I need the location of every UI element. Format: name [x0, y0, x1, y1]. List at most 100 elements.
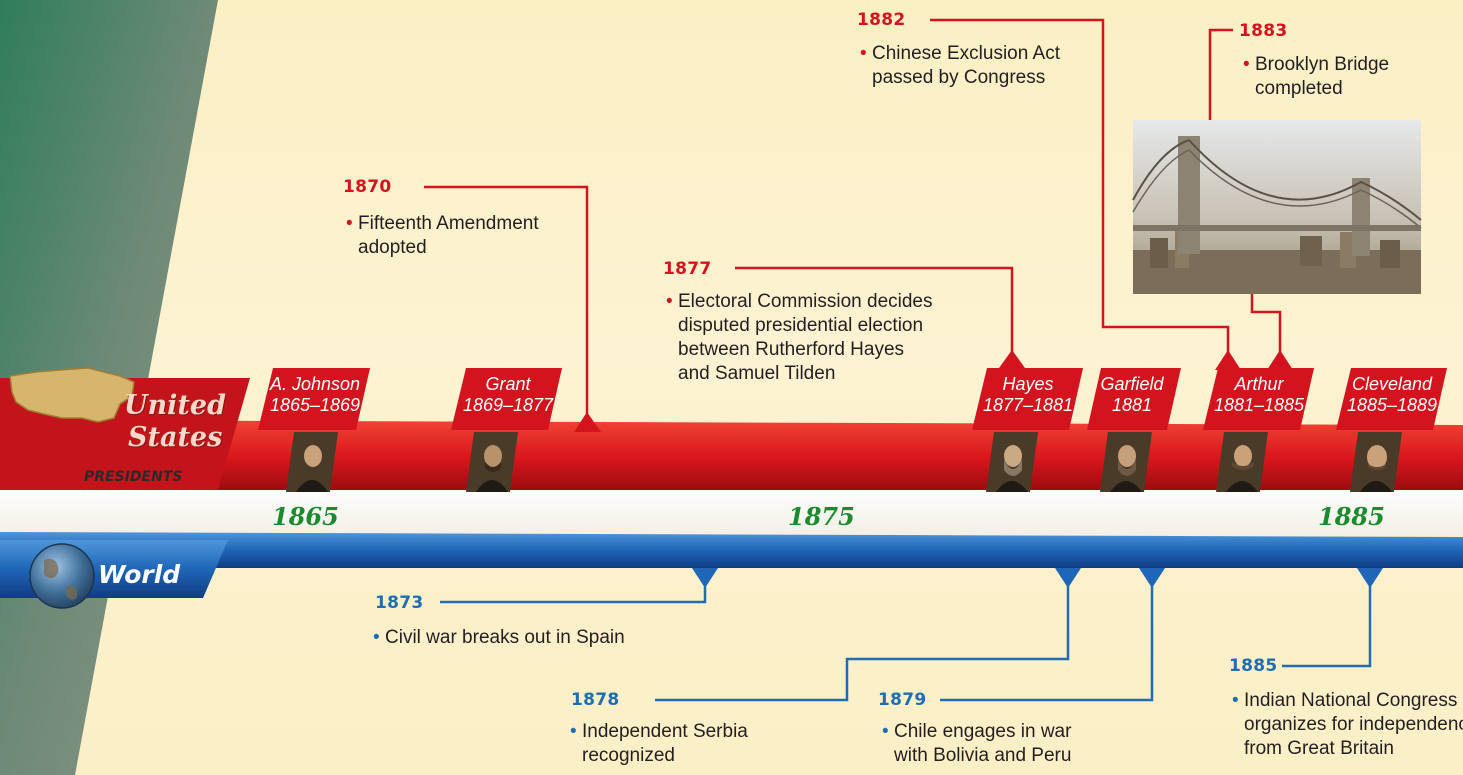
president-term: 1877–1881 [982, 395, 1074, 415]
president-term: 1881 [1111, 395, 1153, 415]
portrait-johnson [286, 432, 338, 492]
event-line: organizes for independence [1244, 714, 1463, 735]
event-line: adopted [358, 237, 427, 258]
marker-1877 [999, 350, 1025, 368]
event-line: completed [1255, 78, 1343, 99]
us-title-line2: States [128, 422, 223, 453]
president-tag-bg [258, 368, 370, 430]
president-name: Garfield [1100, 374, 1164, 394]
president-name: A. Johnson [269, 374, 361, 394]
bullet: • [570, 721, 577, 742]
event-year-1885: 1885 [1229, 656, 1278, 676]
event-line: Independent Serbia [582, 721, 748, 742]
connector-1882 [930, 18, 1230, 353]
event-line: with Bolivia and Peru [894, 745, 1072, 766]
president-tag-hayes: Hayes 1877–1881 [979, 374, 1077, 416]
president-tag-johnson: A. Johnson 1865–1869 [266, 374, 364, 416]
event-line: between Rutherford Hayes [678, 339, 905, 360]
presidents-label: PRESIDENTS [84, 469, 183, 485]
decade-label: 1875 [788, 502, 855, 531]
president-term: 1865–1869 [269, 395, 361, 415]
event-year-1870: 1870 [343, 177, 392, 197]
president-name: Hayes [1002, 374, 1054, 394]
president-term: 1885–1889 [1346, 395, 1438, 415]
portrait-cleveland [1350, 432, 1402, 492]
president-tag-garfield: Garfield 1881 [1087, 374, 1177, 416]
marker-1870 [574, 412, 601, 432]
event-text-1885: • Indian National Congress organizes for… [1232, 689, 1463, 761]
president-tag-bg [1087, 368, 1181, 430]
president-tag-bg [1203, 368, 1314, 430]
bullet: • [373, 627, 380, 648]
bullet: • [346, 213, 353, 234]
event-line: Civil war breaks out in Spain [385, 627, 625, 648]
connector-1877 [735, 266, 1014, 352]
marker-1879 [1139, 568, 1165, 588]
president-tag-arthur: Arthur 1881–1885 [1210, 374, 1308, 416]
us-map-icon [9, 367, 135, 423]
event-text-1883: • Brooklyn Bridge completed [1243, 53, 1390, 101]
world-band [0, 532, 1463, 568]
event-line: and Samuel Tilden [678, 363, 836, 384]
connector-1879 [940, 585, 1154, 702]
bullet: • [666, 291, 673, 312]
event-text-1877: • Electoral Commission decides disputed … [666, 290, 933, 386]
bullet: • [1232, 690, 1239, 711]
president-tag-cleveland: Cleveland 1885–1889 [1343, 374, 1441, 416]
world-title: World [98, 560, 181, 589]
event-line: Fifteenth Amendment [358, 213, 539, 234]
event-line: passed by Congress [872, 67, 1046, 88]
event-line: from Great Britain [1244, 738, 1394, 759]
president-tag-grant: Grant 1869–1877 [459, 374, 557, 416]
event-text-1879: • Chile engages in war with Bolivia and … [882, 720, 1072, 768]
president-name: Cleveland [1351, 374, 1433, 394]
event-year-1879: 1879 [878, 690, 927, 710]
marker-1885 [1357, 568, 1383, 588]
event-text-1873: • Civil war breaks out in Spain [373, 626, 625, 650]
connector-1870 [424, 185, 589, 415]
connector-1878 [655, 585, 1070, 702]
decade-label: 1885 [1318, 502, 1385, 531]
marker-1883 [1267, 350, 1293, 370]
president-name: Grant [485, 374, 531, 394]
connector-1873 [440, 585, 707, 604]
event-year-1878: 1878 [571, 690, 620, 710]
event-line: Chile engages in war [894, 721, 1072, 742]
event-line: disputed presidential election [678, 315, 924, 336]
president-term: 1881–1885 [1213, 395, 1305, 415]
globe-land-2 [66, 585, 78, 600]
portrait-arthur [1216, 432, 1268, 492]
event-text-1878: • Independent Serbia recognized [570, 720, 748, 768]
event-year-1873: 1873 [375, 593, 424, 613]
president-tag-bg [972, 368, 1083, 430]
marker-1882 [1215, 350, 1241, 370]
event-text-1882: • Chinese Exclusion Act passed by Congre… [860, 42, 1060, 90]
event-line: Chinese Exclusion Act [872, 43, 1060, 64]
event-year-1883: 1883 [1239, 21, 1288, 41]
globe-land [44, 558, 59, 579]
event-line: recognized [582, 745, 675, 766]
connector-1883 [1250, 290, 1282, 353]
white-band [0, 486, 1463, 536]
president-name: Arthur [1234, 374, 1284, 394]
president-tag-bg [451, 368, 562, 430]
globe-icon [29, 543, 95, 609]
event-text-1870: • Fifteenth Amendment adopted [346, 212, 539, 260]
event-year-1877: 1877 [663, 259, 712, 279]
connector-1883-top [1208, 28, 1233, 120]
bullet: • [860, 43, 867, 64]
president-tag-bg [1336, 368, 1447, 430]
us-title-line1: United [124, 390, 226, 421]
event-line: Brooklyn Bridge [1255, 54, 1390, 75]
connector-1885 [1282, 585, 1372, 668]
event-year-1882: 1882 [857, 10, 906, 30]
event-line: Indian National Congress [1244, 690, 1458, 711]
marker-1873 [692, 568, 718, 588]
us-band [0, 420, 1463, 490]
event-line: Electoral Commission decides [678, 291, 933, 312]
portrait-garfield [1100, 432, 1152, 492]
president-term: 1869–1877 [462, 395, 554, 415]
bullet: • [882, 721, 889, 742]
